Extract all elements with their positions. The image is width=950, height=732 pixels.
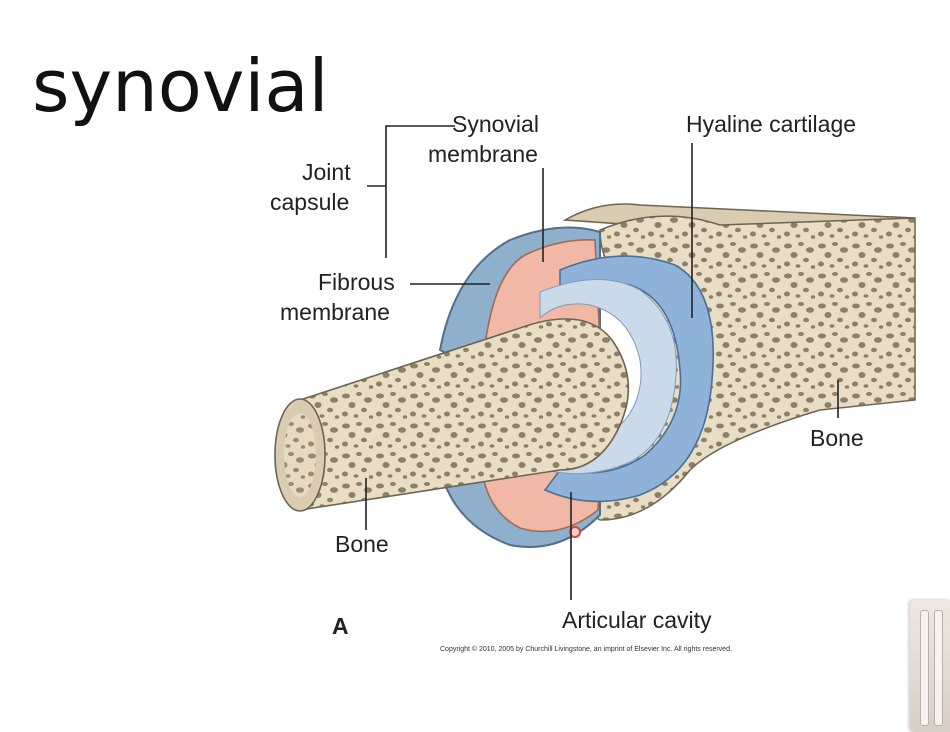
label-synovial-line1: Synovial bbox=[452, 111, 539, 137]
panel-letter: A bbox=[332, 613, 349, 639]
left-bone bbox=[299, 318, 630, 511]
skeleton-thumbnail-image bbox=[910, 600, 950, 732]
articular-cavity-marker bbox=[569, 526, 581, 538]
label-bone-right: Bone bbox=[810, 425, 864, 451]
label-bone-left: Bone bbox=[335, 531, 389, 557]
slide-title: synovial bbox=[32, 44, 329, 128]
label-joint-capsule-line2: capsule bbox=[270, 189, 349, 215]
copyright-notice: Copyright © 2010, 2005 by Churchill Livi… bbox=[440, 645, 732, 653]
label-fibrous-line2: membrane bbox=[280, 299, 390, 325]
label-joint-capsule-line1: Joint bbox=[302, 159, 351, 185]
label-hyaline-cartilage: Hyaline cartilage bbox=[686, 111, 856, 137]
hyaline-cartilage bbox=[543, 255, 714, 503]
label-fibrous-line1: Fibrous bbox=[318, 269, 395, 295]
label-articular-cavity: Articular cavity bbox=[562, 607, 712, 633]
label-synovial-line2: membrane bbox=[428, 141, 538, 167]
joint-capsule-bracket bbox=[385, 125, 455, 258]
